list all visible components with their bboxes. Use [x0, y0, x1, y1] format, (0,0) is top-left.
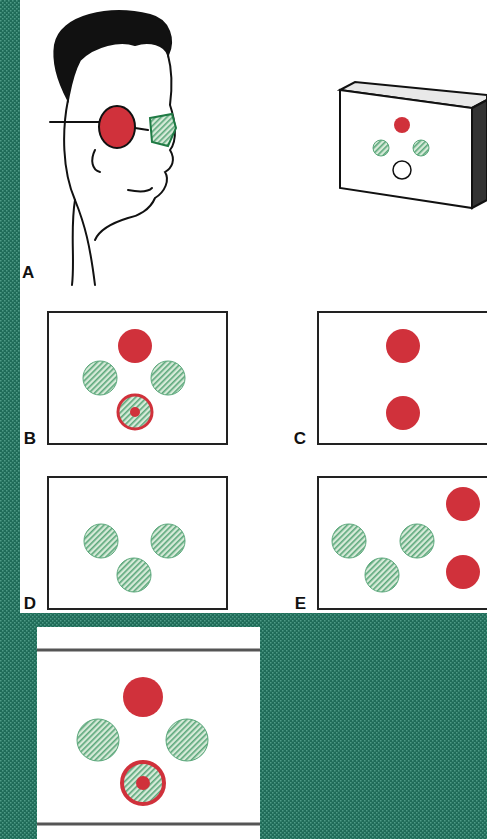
left-eye-suppressed	[84, 524, 185, 592]
panel-letter: A	[22, 264, 34, 281]
panel-letter: B	[24, 430, 36, 447]
worth-box	[340, 82, 487, 208]
view-panel: E	[317, 476, 487, 610]
panel-letter: C	[294, 430, 306, 447]
view-panel: B	[47, 311, 228, 445]
panel-letter: D	[24, 595, 36, 612]
inset-rule	[37, 649, 260, 652]
view-panel: D	[47, 476, 228, 610]
view-panel: C	[317, 311, 487, 445]
fused-view	[83, 329, 185, 429]
man-figure	[50, 11, 175, 285]
fused-view-enlarged	[77, 677, 208, 804]
red-lens	[99, 106, 135, 148]
main-panel	[20, 0, 487, 613]
diplopia-view	[332, 487, 480, 592]
inset-panel	[37, 627, 260, 839]
inset-rule	[37, 823, 260, 826]
green-lens	[150, 114, 176, 146]
panel-letter: E	[295, 595, 306, 612]
right-eye-suppressed	[386, 329, 420, 430]
